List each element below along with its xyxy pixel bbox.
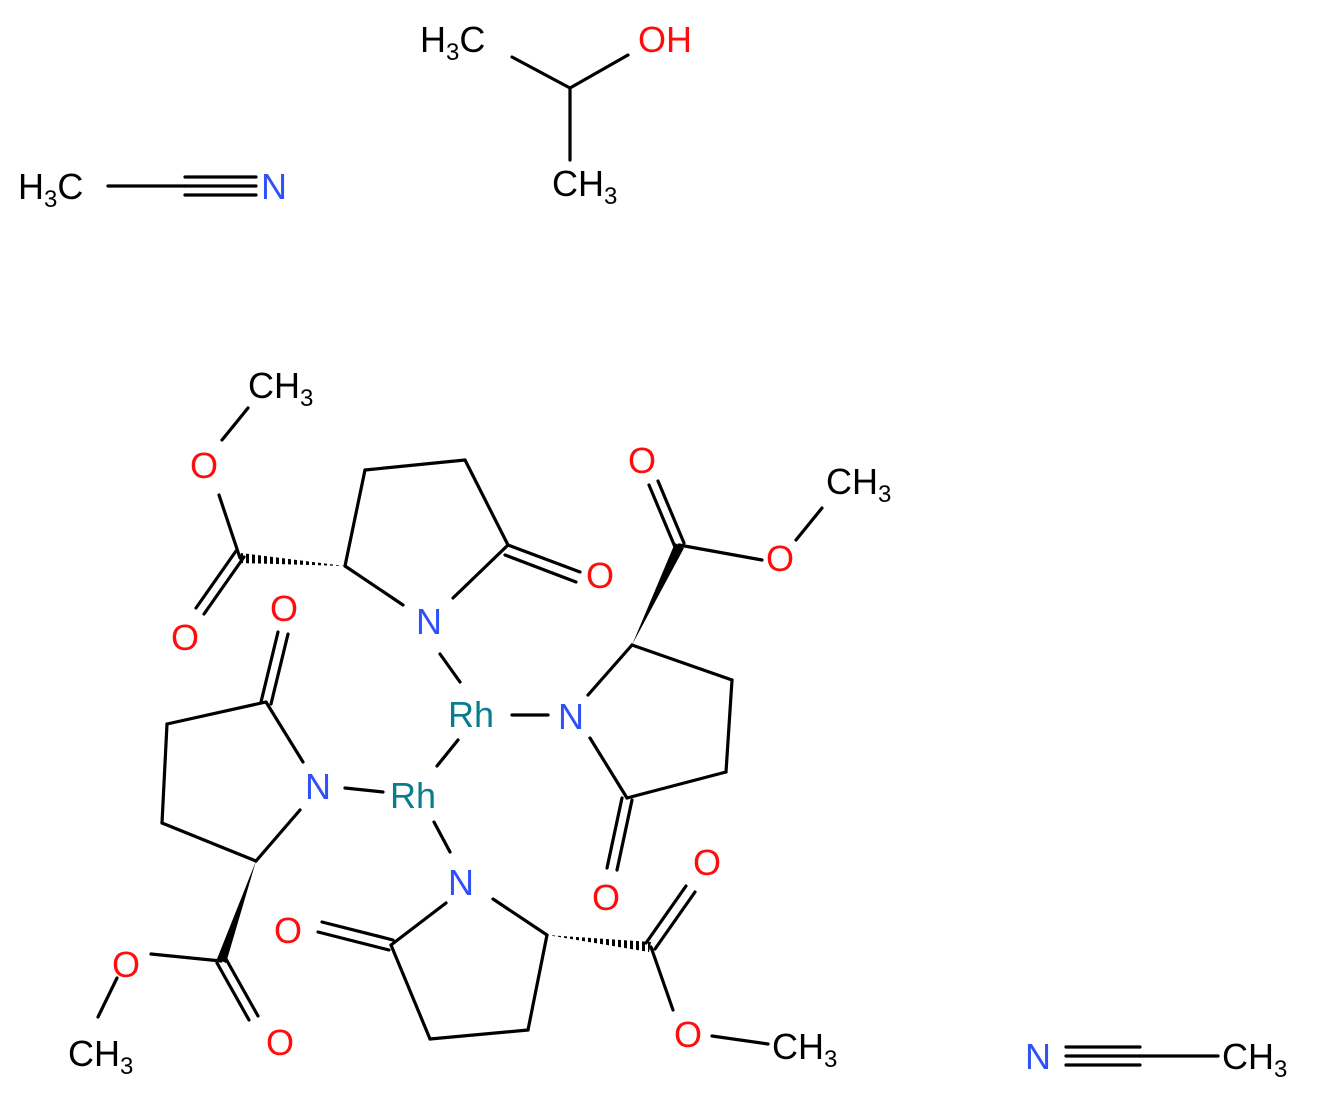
ring-2-methyl-label: CH3 <box>826 461 891 508</box>
acetonitrile-1-bonds <box>106 175 258 197</box>
ring-3-ketone-oxygen-label: O <box>270 588 298 629</box>
metal-bonds <box>343 652 550 854</box>
atom-labels: H3C N H3C OH CH3 Rh Rh N N N N O O O CH3… <box>18 19 1287 1083</box>
nitrogen-right-label: N <box>558 696 584 737</box>
ring-2-bonds <box>586 479 824 872</box>
rhodium-top-label: Rh <box>448 694 494 735</box>
ring-4-ketone-oxygen-label: O <box>274 910 302 951</box>
ring-1-methyl-label: CH3 <box>248 365 313 412</box>
acetonitrile-2-methyl-label: CH3 <box>1222 1036 1287 1083</box>
ring-2-ester-carbonyl-oxygen-label: O <box>628 440 656 481</box>
ring-1-ester-oxygen-label: O <box>190 445 218 486</box>
isopropanol-bonds <box>510 53 630 162</box>
ring-1-ester-carbonyl-oxygen-label: O <box>171 617 199 658</box>
acetonitrile-2-bonds <box>1064 1045 1220 1067</box>
bonds <box>96 53 1220 1067</box>
ring-2-ketone-oxygen-label: O <box>592 877 620 918</box>
rhodium-bottom-label: Rh <box>390 775 436 816</box>
isopropanol-hydroxyl-label: OH <box>638 19 692 60</box>
acetonitrile-1-nitrogen-label: N <box>261 166 287 207</box>
isopropanol-methyl-1-label: H3C <box>420 19 485 66</box>
ring-4-methyl-label: CH3 <box>772 1026 837 1073</box>
ring-3-methyl-label: CH3 <box>68 1033 133 1080</box>
ring-4-ester-oxygen-label: O <box>674 1014 702 1055</box>
ring-1-ketone-oxygen-label: O <box>586 555 614 596</box>
nitrogen-left-label: N <box>305 766 331 807</box>
ring-3-bonds <box>96 630 305 1022</box>
nitrogen-bottom-label: N <box>448 862 474 903</box>
ring-4-bonds <box>316 884 770 1046</box>
ring-4-ester-carbonyl-oxygen-label: O <box>693 842 721 883</box>
acetonitrile-1-methyl-label: H3C <box>18 166 83 213</box>
acetonitrile-2-nitrogen-label: N <box>1025 1036 1051 1077</box>
ring-2-ester-oxygen-label: O <box>766 538 794 579</box>
ring-1-bonds <box>194 406 582 616</box>
nitrogen-top-label: N <box>416 601 442 642</box>
ring-3-ester-carbonyl-oxygen-label: O <box>266 1022 294 1063</box>
ring-3-ester-oxygen-label: O <box>112 944 140 985</box>
isopropanol-methyl-2-label: CH3 <box>552 163 617 210</box>
